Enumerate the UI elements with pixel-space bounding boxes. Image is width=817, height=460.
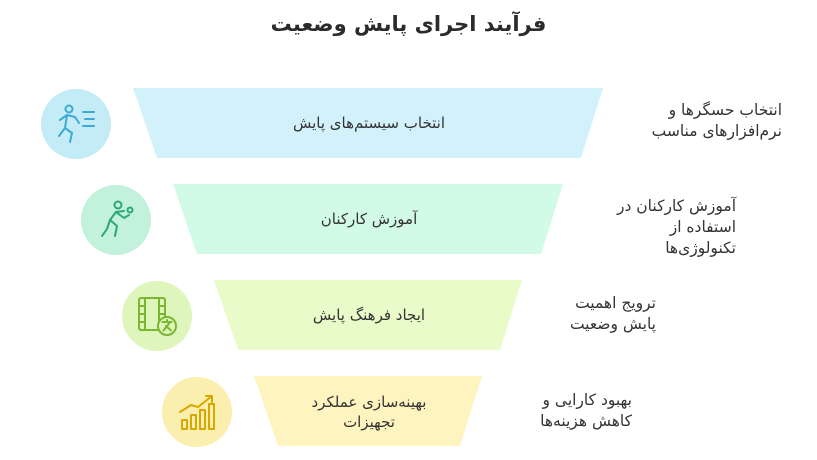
stage-3-label-text: ایجاد فرهنگ پایش xyxy=(312,306,426,324)
person-throwing-icon xyxy=(101,200,134,237)
stage-2-description-line-2: استفاده از xyxy=(669,218,736,236)
funnel-stage-4-shape xyxy=(254,376,482,446)
stage-1-description-line-1: انتخاب حسگرها و xyxy=(668,101,782,119)
stage-1-label-text: انتخاب سیستم‌های پایش xyxy=(292,114,446,132)
stage-3-description: ترویج اهمیت پایش وضعیت xyxy=(532,293,656,335)
stage-2-description-line-3: تکنولوژی‌ها xyxy=(665,239,736,257)
stage-4-icon-circle xyxy=(162,377,232,447)
film-translate-icon xyxy=(138,297,177,336)
growth-chart-icon xyxy=(179,395,215,430)
stage-2-description-line-1: آموزش کارکنان در xyxy=(616,197,736,215)
funnel-stage-3-shape xyxy=(214,280,522,350)
stage-2-label: آموزش کارکنان xyxy=(197,204,541,234)
stage-4-description: بهبود کارایی و کاهش هزینه‌ها xyxy=(492,390,632,432)
stage-3-description-line-1: ترویج اهمیت xyxy=(575,294,656,312)
stage-2-label-text: آموزش کارکنان xyxy=(320,210,418,228)
funnel-stage-2-shape xyxy=(173,184,563,254)
stage-3-icon-circle xyxy=(122,281,192,351)
stage-2-icon-circle xyxy=(81,185,151,255)
stage-4-label-line-2: تجهیزات xyxy=(343,413,395,431)
funnel-stage-1-shape xyxy=(133,88,603,158)
stage-4-label-line-1: بهینه‌سازی عملکرد xyxy=(311,393,427,411)
stage-3-description-line-2: پایش وضعیت xyxy=(569,315,656,333)
stage-4-description-line-1: بهبود کارایی و xyxy=(542,391,632,409)
stage-1-icon-circle xyxy=(41,89,111,159)
stage-1-label: انتخاب سیستم‌های پایش xyxy=(157,108,581,138)
stage-2-description: آموزش کارکنان در استفاده از تکنولوژی‌ها xyxy=(572,196,736,259)
stage-1-description: انتخاب حسگرها و نرم‌افزارهای مناسب xyxy=(612,100,782,142)
stage-3-label: ایجاد فرهنگ پایش xyxy=(238,300,500,330)
stage-4-description-line-2: کاهش هزینه‌ها xyxy=(540,412,632,430)
diagram-title: فرآیند اجرای پایش وضعیت xyxy=(270,12,547,36)
stage-4-label: بهینه‌سازی عملکرد تجهیزات xyxy=(278,390,460,434)
stage-1-description-line-2: نرم‌افزارهای مناسب xyxy=(651,122,782,140)
running-person-icon xyxy=(58,104,95,143)
